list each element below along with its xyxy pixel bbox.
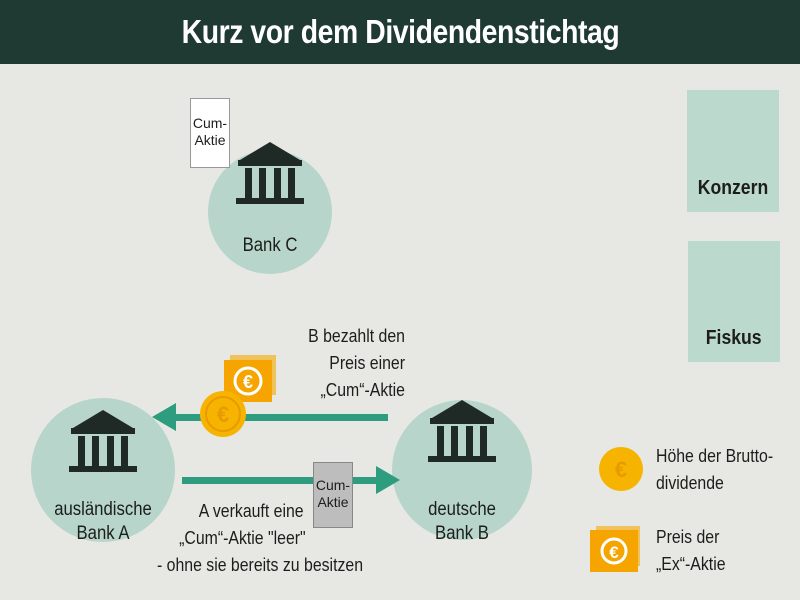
- fiskus-label: Fiskus: [706, 327, 762, 349]
- svg-text:€: €: [217, 402, 229, 427]
- text-line: „Cum“-Aktie: [320, 380, 405, 400]
- doc-line: Aktie: [317, 494, 349, 510]
- doc-line: Aktie: [194, 132, 226, 148]
- text-line: B bezahlt den: [308, 326, 405, 346]
- text-line: Preis der: [656, 527, 720, 547]
- legend-coin-icon: €: [599, 447, 643, 491]
- bank-a-line: Bank A: [76, 523, 130, 544]
- header: Kurz vor dem Dividendenstichtag: [0, 0, 800, 64]
- text-line: Höhe der Brutto-: [656, 446, 774, 466]
- text-line: A verkauft eine: [198, 501, 304, 521]
- konzern-label: Konzern: [697, 177, 769, 199]
- bank-b-circle: [392, 400, 532, 540]
- text-line: Preis einer: [329, 353, 405, 373]
- doc-line: Cum-: [315, 477, 351, 493]
- cum-aktie-document-top: Cum-Aktie: [190, 98, 230, 168]
- doc-line: Cum-: [192, 115, 228, 131]
- payment-arrow: [152, 403, 388, 431]
- svg-text:€: €: [243, 372, 253, 392]
- legend-banknote-text: Preis der „Ex“-Aktie: [656, 524, 788, 578]
- text-line: - ohne sie bereits zu besitzen: [156, 555, 364, 575]
- text-line: dividende: [656, 473, 724, 493]
- svg-text:€: €: [615, 457, 627, 482]
- sale-arrow: [182, 466, 400, 494]
- svg-text:€: €: [609, 543, 619, 562]
- cum-aktie-document-middle: Cum-Aktie: [313, 462, 353, 528]
- fiskus-box: Fiskus: [688, 241, 780, 362]
- page-title: Kurz vor dem Dividendenstichtag: [181, 13, 619, 50]
- bank-c-label: Bank C: [242, 235, 298, 256]
- coin-icon: €: [200, 391, 246, 437]
- text-line: „Cum“-Aktie "leer": [179, 528, 306, 548]
- sale-text: A verkauft eine „Cum“-Aktie "leer" - ohne …: [146, 498, 375, 579]
- bank-b-line: deutsche: [428, 499, 496, 520]
- legend-banknote-icon: €: [590, 526, 640, 572]
- konzern-box: Konzern: [687, 90, 779, 212]
- bank-c-circle: [208, 150, 332, 274]
- text-line: „Ex“-Aktie: [656, 554, 726, 574]
- bank-b-line: Bank B: [435, 523, 489, 544]
- bank-a-line: ausländische: [54, 499, 152, 520]
- legend-coin-text: Höhe der Brutto-dividende: [656, 443, 788, 497]
